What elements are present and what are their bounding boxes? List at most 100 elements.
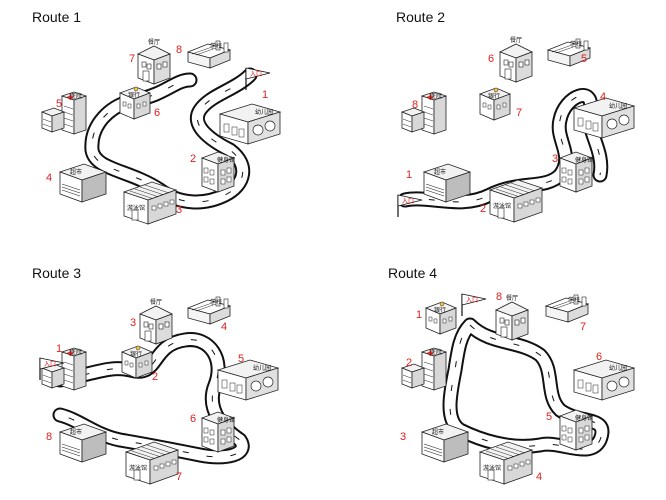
stop-number-kindergarten: 1 — [262, 89, 268, 101]
flag-icon — [245, 67, 271, 80]
building-gym: 健身馆 — [559, 409, 593, 451]
stop-number-supermarket: 4 — [46, 172, 52, 184]
stop-number-school: 5 — [581, 53, 587, 65]
pool-icon — [123, 181, 177, 225]
restaurant-sign: 餐厅 — [510, 36, 522, 44]
pool-sign: 游泳馆 — [483, 464, 501, 472]
hospital-cross-icon: ✚ — [67, 349, 74, 358]
gym-sign: 健身馆 — [575, 414, 593, 422]
school-sign: 学校 — [568, 296, 580, 304]
hospital-sign: 医院 — [70, 348, 82, 356]
entrance-flag: 入口 — [245, 67, 271, 90]
stop-number-kindergarten: 4 — [600, 91, 606, 103]
stop-number-supermarket: 8 — [46, 431, 52, 443]
supermarket-icon — [59, 163, 107, 203]
flag-icon — [461, 293, 487, 306]
kindergarten-sign: 幼儿园 — [253, 364, 271, 372]
building-hospital: ✚医院 — [401, 347, 447, 391]
entrance-label: 入口 — [466, 297, 478, 304]
stop-number-school: 7 — [580, 321, 586, 333]
stop-number-pool: 2 — [480, 203, 486, 215]
pool-sign: 游泳馆 — [127, 204, 145, 212]
entrance-flag: 入口 — [461, 293, 487, 316]
stop-number-kindergarten: 5 — [238, 353, 244, 365]
building-school: 学校 — [545, 294, 589, 323]
building-gym: 健身馆 — [559, 151, 593, 193]
stop-number-school: 8 — [176, 44, 182, 56]
restaurant-icon — [499, 43, 533, 83]
gym-sign: 健身馆 — [217, 156, 235, 164]
stop-number-hospital: 5 — [56, 98, 62, 110]
pool-sign: 游泳馆 — [129, 464, 147, 472]
building-bank: 银行 — [425, 301, 457, 335]
hospital-cross-icon: ✚ — [427, 93, 434, 102]
bank-sign: 银行 — [130, 350, 142, 358]
hospital-sign: 医院 — [70, 92, 82, 100]
supermarket-sign: 超市 — [432, 428, 444, 436]
stop-number-supermarket: 1 — [406, 169, 412, 181]
stop-number-hospital: 8 — [412, 99, 418, 111]
entrance-label: 入口 — [44, 361, 56, 368]
school-sign: 学校 — [210, 42, 222, 50]
stop-number-pool: 3 — [176, 204, 182, 216]
stop-number-bank: 2 — [152, 371, 158, 383]
flag-icon — [39, 357, 65, 370]
entrance-label: 入口 — [402, 198, 414, 205]
hospital-cross-icon: ✚ — [67, 93, 74, 102]
stop-number-restaurant: 8 — [496, 291, 502, 303]
building-supermarket: 超市 — [59, 423, 107, 463]
road-direction-arrows — [404, 95, 602, 203]
supermarket-icon — [59, 423, 107, 463]
restaurant-icon — [137, 45, 171, 85]
bank-sign: 银行 — [434, 306, 446, 314]
bank-sign: 银行 — [488, 92, 500, 100]
supermarket-icon — [421, 423, 469, 463]
building-school: 学校 — [187, 40, 231, 69]
stop-number-bank: 7 — [516, 107, 522, 119]
stop-number-gym: 2 — [190, 153, 196, 165]
building-kindergarten: 幼儿园 — [573, 97, 635, 139]
stop-number-gym: 3 — [552, 153, 558, 165]
entrance-flag: 入口 — [397, 194, 423, 217]
gym-sign: 健身馆 — [217, 416, 235, 424]
building-restaurant: 餐厅 — [495, 294, 529, 341]
stop-number-gym: 5 — [546, 411, 552, 423]
bank-sign: 银行 — [128, 91, 140, 99]
stop-number-hospital: 1 — [56, 343, 62, 355]
route-title: Route 2 — [396, 9, 445, 25]
building-pool: 游泳馆 — [123, 181, 177, 225]
school-sign: 学校 — [570, 40, 582, 48]
stop-number-supermarket: 3 — [400, 431, 406, 443]
entrance-label: 入口 — [250, 71, 262, 78]
restaurant-icon — [495, 301, 529, 341]
building-restaurant: 餐厅 — [139, 298, 173, 345]
building-bank: 银行 — [121, 345, 153, 379]
stop-number-hospital: 2 — [406, 357, 412, 369]
flag-icon — [397, 194, 423, 207]
stop-number-bank: 1 — [416, 309, 422, 321]
pool-sign: 游泳馆 — [493, 202, 511, 210]
entrance-flag: 入口 — [39, 357, 65, 380]
stop-number-restaurant: 7 — [129, 53, 135, 65]
kindergarten-sign: 幼儿园 — [609, 364, 627, 372]
gym-sign: 健身馆 — [575, 156, 593, 164]
building-restaurant: 餐厅 — [499, 36, 533, 83]
hospital-cross-icon: ✚ — [427, 349, 434, 358]
route-title: Route 1 — [32, 9, 81, 25]
stop-number-restaurant: 6 — [488, 53, 494, 65]
school-sign: 学校 — [210, 298, 222, 306]
stop-number-pool: 4 — [536, 471, 542, 483]
stop-number-pool: 7 — [176, 471, 182, 483]
restaurant-sign: 餐厅 — [506, 294, 518, 302]
building-supermarket: 超市 — [423, 163, 471, 203]
supermarket-sign: 超市 — [70, 168, 82, 176]
building-school: 学校 — [547, 38, 591, 67]
building-pool: 游泳馆 — [489, 179, 543, 223]
building-school: 学校 — [187, 296, 231, 325]
stop-number-bank: 6 — [154, 107, 160, 119]
stop-number-restaurant: 3 — [130, 317, 136, 329]
stop-number-school: 4 — [221, 321, 227, 333]
